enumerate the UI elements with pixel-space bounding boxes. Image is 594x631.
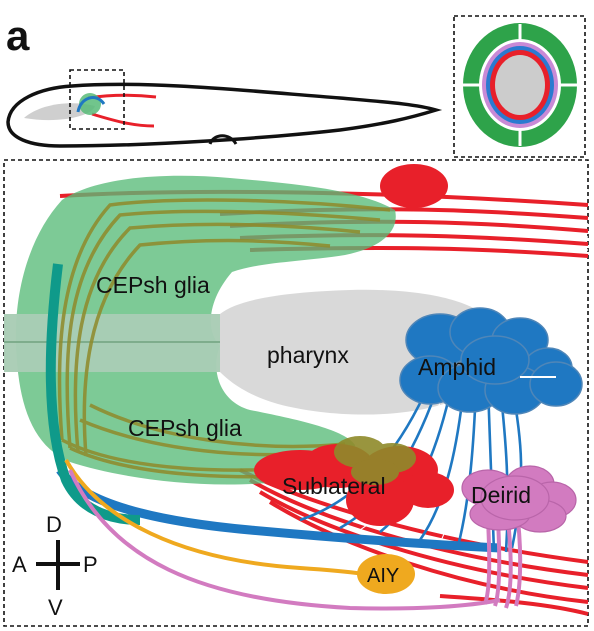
label-cepsh-lower: CEPsh glia: [128, 415, 242, 441]
compass-p: P: [83, 552, 98, 577]
aiy-process: [64, 459, 365, 576]
label-pharynx: pharynx: [267, 342, 349, 368]
worm-vulva: [208, 134, 238, 145]
label-amphid: Amphid: [418, 354, 496, 380]
axis-compass: D A P V: [12, 512, 98, 620]
worm-head-nerve: [76, 96, 106, 113]
worm-nerve-lower: [91, 112, 155, 128]
label-cepsh-upper: CEPsh glia: [96, 272, 210, 298]
deirid-processes: [68, 469, 523, 611]
glia-cluster: [334, 436, 416, 485]
worm-outline: [6, 82, 443, 148]
compass-a: A: [12, 552, 27, 577]
label-deirid: Deirid: [471, 482, 531, 508]
zoom-box: [69, 69, 125, 130]
head-detail-panel: CEPsh glia CEPsh glia pharynx Amphid Sub…: [3, 159, 589, 627]
worm-overview: [6, 69, 443, 148]
cross-section-inset: [453, 15, 586, 158]
deirid-ganglion: [461, 465, 577, 533]
compass-v: V: [48, 595, 63, 620]
aiy-cell: [357, 554, 415, 594]
label-aiy: AIY: [367, 565, 399, 587]
label-sublateral: Sublateral: [282, 473, 386, 499]
worm-pharynx: [24, 103, 95, 121]
inset-frame: [453, 15, 586, 158]
upper-red-ganglion: [380, 164, 448, 208]
nerve-ring: [45, 263, 141, 525]
compass-d: D: [46, 512, 62, 537]
inset-pharynx: [495, 55, 545, 115]
pharynx-shape: [4, 289, 492, 415]
panel-label: a: [6, 12, 30, 59]
